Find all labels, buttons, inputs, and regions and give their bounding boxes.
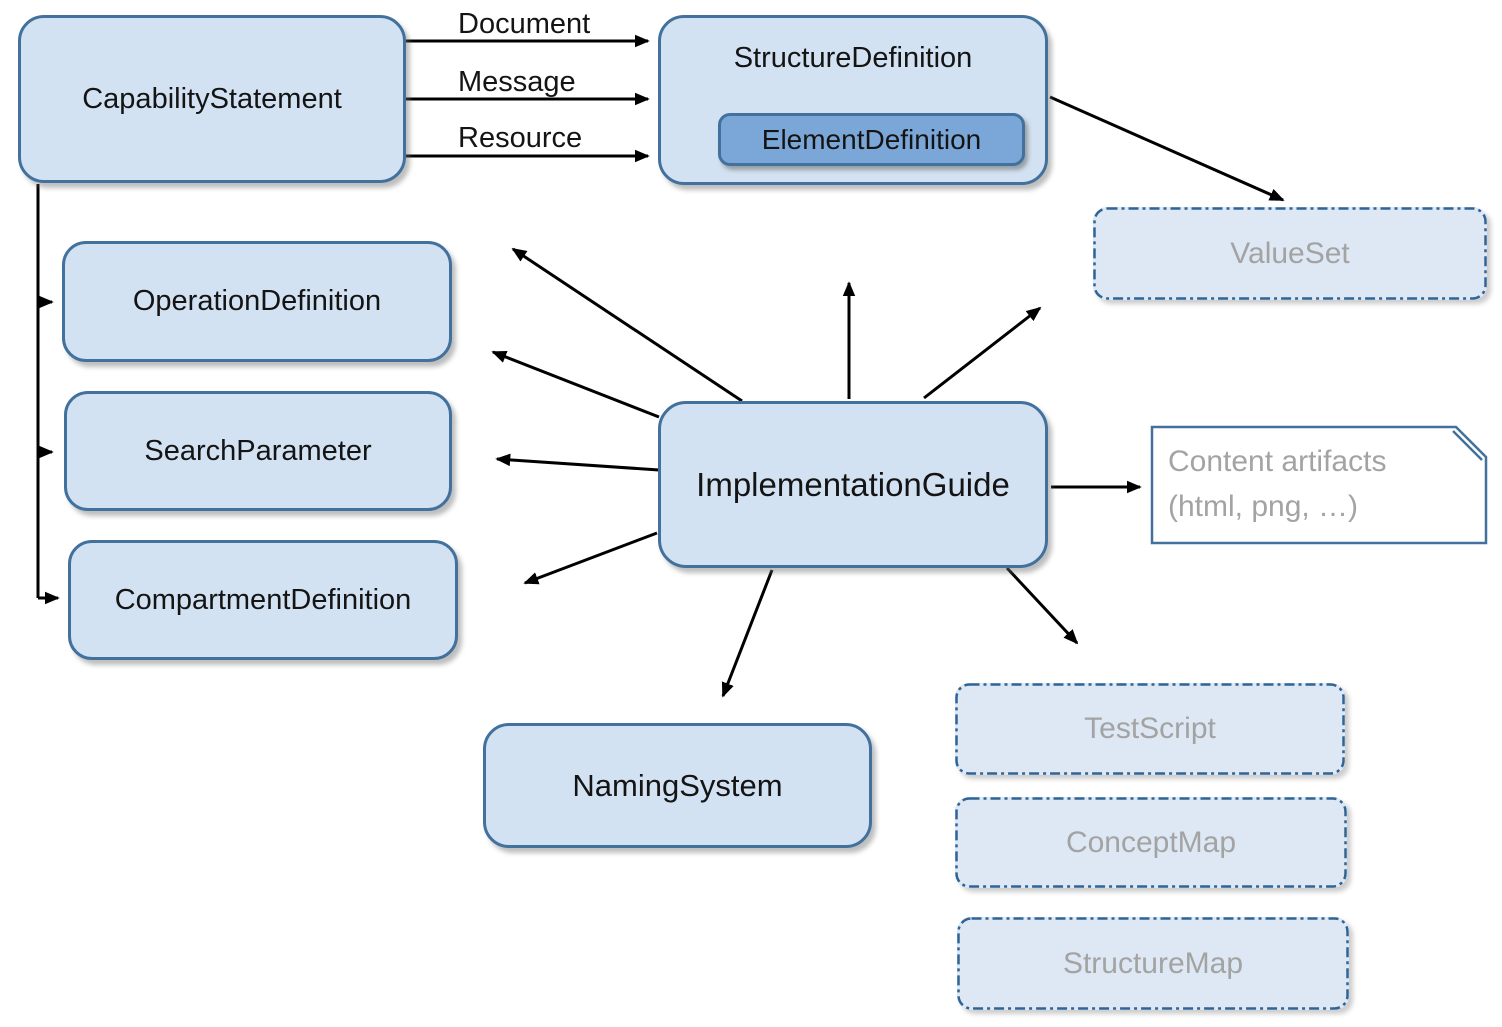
node-label: OperationDefinition [132, 285, 382, 317]
content-artifacts-line1: Content artifacts [1168, 445, 1387, 478]
edge-structuredefinition-valueset [1049, 95, 1285, 202]
dashed-border [1093, 207, 1487, 300]
node-label: CapabilityStatement [82, 82, 342, 115]
edge-label-message: Message [458, 66, 576, 98]
node-compartment-definition: CompartmentDefinition [68, 540, 458, 660]
node-label: ConceptMap [1065, 825, 1237, 859]
node-operation-definition: OperationDefinition [62, 241, 452, 362]
node-label: Content artifacts (html, png, …) [1168, 439, 1386, 529]
node-label: SearchParameter [144, 434, 372, 467]
node-label: ValueSet [1230, 236, 1350, 270]
dashed-border [957, 917, 1349, 1010]
node-label: ImplementationGuide [696, 465, 1010, 503]
edge-ig-upper-right [923, 306, 1042, 400]
node-test-script: TestScript [955, 683, 1345, 775]
edge-ig-lower-right [1005, 566, 1079, 645]
edge-ig-lower-left [523, 531, 658, 585]
node-structure-map: StructureMap [957, 917, 1349, 1010]
node-capability-statement: CapabilityStatement [18, 15, 406, 183]
note-shape [1150, 425, 1488, 545]
node-concept-map: ConceptMap [955, 797, 1347, 888]
dashed-border [955, 683, 1345, 775]
node-element-definition: ElementDefinition [718, 113, 1025, 166]
edge-label-resource: Resource [458, 122, 583, 154]
node-label: ElementDefinition [761, 123, 982, 155]
node-content-artifacts: Content artifacts (html, png, …) [1150, 425, 1488, 545]
node-label: CompartmentDefinition [114, 583, 412, 616]
node-naming-system: NamingSystem [483, 723, 872, 848]
edge-ig-left [495, 453, 660, 472]
edge-ig-upper-left-2 [491, 350, 660, 419]
node-label: StructureMap [1062, 946, 1244, 980]
node-label: TestScript [1084, 712, 1216, 745]
edge-label-document: Document [458, 8, 591, 40]
dashed-border [955, 797, 1347, 888]
node-value-set: ValueSet [1093, 207, 1487, 300]
content-artifacts-line2: (html, png, …) [1168, 490, 1359, 523]
edge-ig-namingsystem [721, 569, 774, 698]
node-label: StructureDefinition [733, 42, 973, 74]
edge-ig-upper-left-1 [511, 247, 743, 403]
node-implementation-guide: ImplementationGuide [658, 401, 1048, 568]
node-search-parameter: SearchParameter [64, 391, 452, 511]
node-label: NamingSystem [572, 767, 783, 803]
